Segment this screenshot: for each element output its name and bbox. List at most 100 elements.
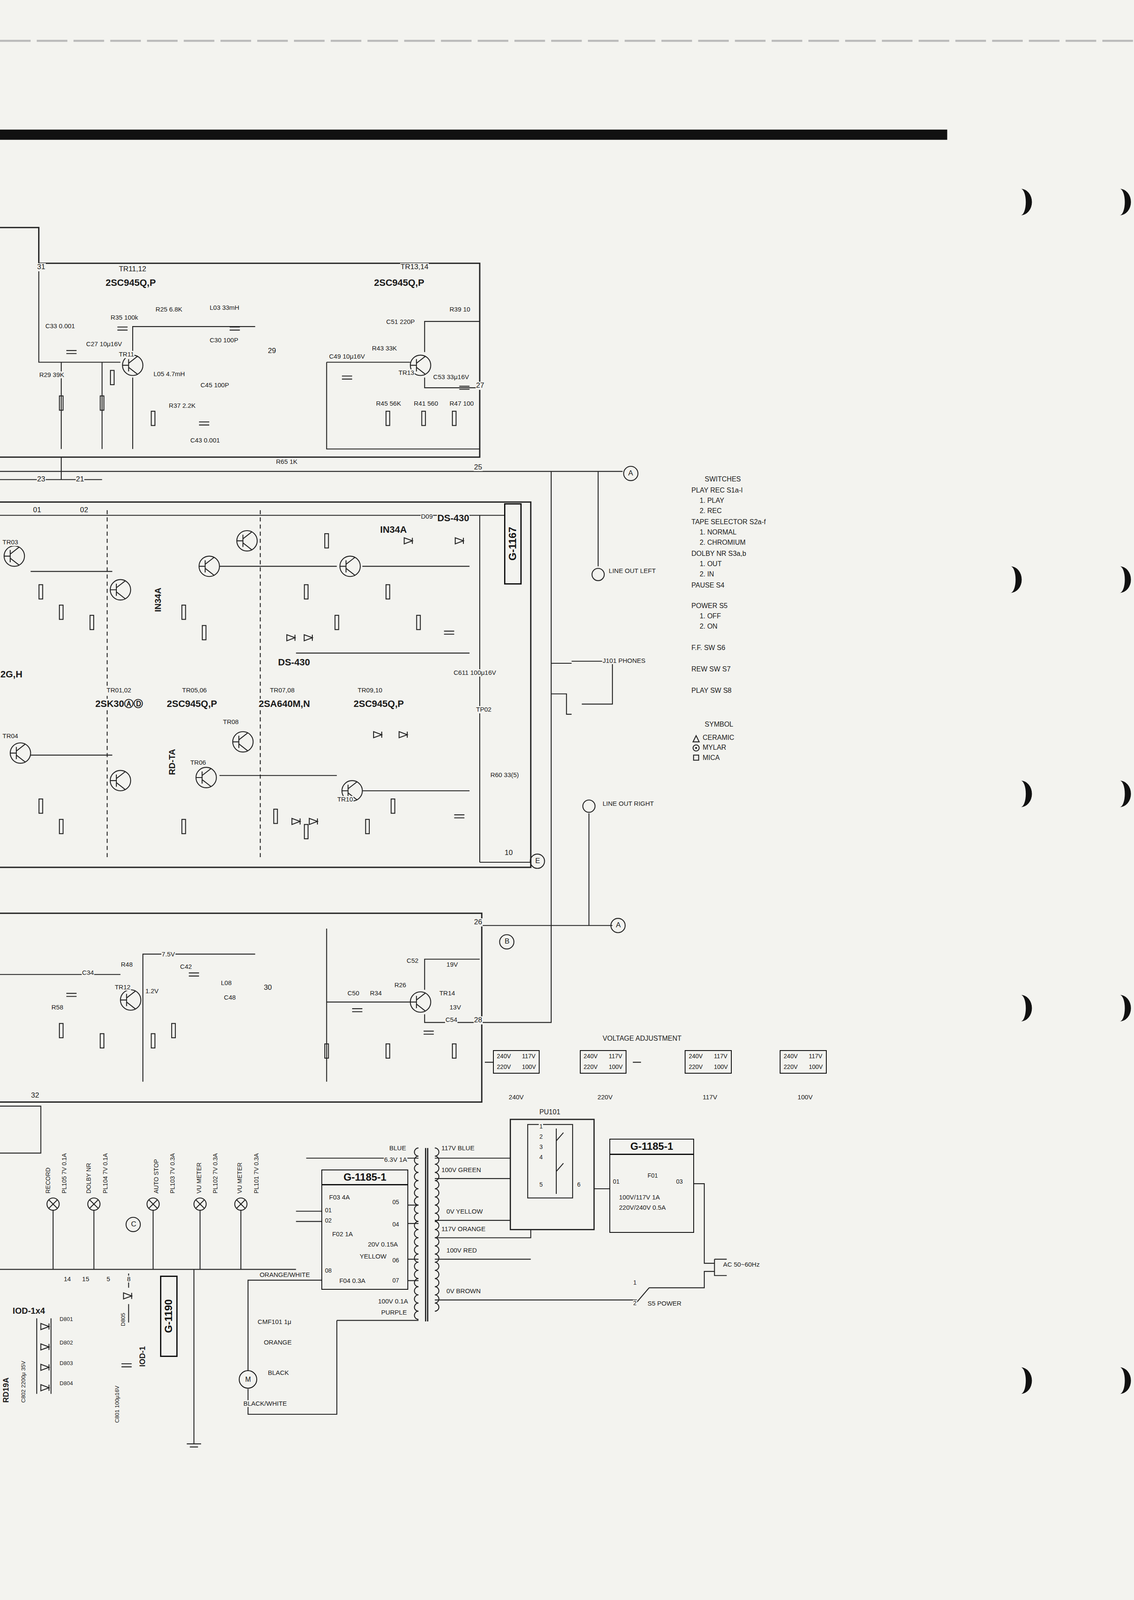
schematic-label: 3 <box>538 1143 544 1151</box>
schematic-label: VOLTAGE ADJUSTMENT <box>602 1034 682 1043</box>
symbol-circle <box>582 800 596 813</box>
schematic-label: ORANGE <box>263 1338 292 1347</box>
component-symbol <box>1119 1367 1132 1394</box>
node-text: 220V <box>688 1063 703 1071</box>
component-symbol <box>4 546 25 567</box>
schematic-label: 0V BROWN <box>445 1287 481 1295</box>
schematic-label: C802 2200μ 35V <box>20 1360 27 1404</box>
wire-label: ORANGE/WHITE <box>259 1271 311 1279</box>
board-box: G-1167 <box>504 503 522 585</box>
schematic-label: TAPE SELECTOR S2a-f <box>691 518 767 526</box>
schematic-label: C43 0.001 <box>189 436 221 445</box>
node-text: 220V <box>496 1063 511 1071</box>
symbol-group <box>0 227 727 1448</box>
symbol-group <box>1010 188 1131 1394</box>
component-symbol <box>38 798 43 814</box>
component-symbol <box>324 1043 329 1058</box>
schematic-label: 2 <box>538 1133 544 1140</box>
node-text: 220V <box>783 1063 798 1071</box>
schematic-label: POWER S5 <box>691 602 728 610</box>
component-symbol <box>40 1323 49 1330</box>
part-title: IN34A <box>379 524 407 535</box>
component-symbol <box>1119 566 1132 593</box>
schematic-label: 2. CHROMIUM <box>699 538 747 547</box>
schematic-label: 5 <box>538 1181 544 1188</box>
component-symbol <box>232 731 254 753</box>
schematic-label: C48 <box>223 994 237 1002</box>
component-symbol <box>385 584 390 599</box>
schematic-label: C42 <box>179 963 193 971</box>
schematic-label: R65 1K <box>275 458 298 466</box>
component-symbol <box>59 395 64 410</box>
node-title: G-1185-1 <box>322 1170 408 1186</box>
schematic-label: AUTO STOP <box>153 1158 160 1194</box>
schematic-label: PL105 7V 0.1A <box>61 1152 68 1194</box>
wire-path <box>0 515 531 863</box>
schematic-label: R37 2.2K <box>168 402 197 410</box>
component-symbol <box>1020 780 1032 808</box>
schematic-label: R43 33K <box>371 344 398 353</box>
schematic-label: C49 10μ16V <box>328 353 366 361</box>
schematic-label: PLAY SW S8 <box>691 686 733 695</box>
part-title: IN34A <box>153 587 163 613</box>
component-symbol <box>304 634 313 641</box>
schematic-label: 26 <box>473 918 483 927</box>
component-symbol <box>59 605 64 620</box>
node-title: 240V <box>496 1053 511 1060</box>
component-symbol <box>459 386 470 390</box>
component-symbol <box>122 355 143 376</box>
node-text: 117V <box>808 1053 823 1060</box>
component-symbol <box>229 326 241 330</box>
component-symbol <box>202 625 207 640</box>
schematic-label: C34 <box>81 969 95 977</box>
schematic-label: 20V 0.15A <box>367 1240 399 1249</box>
part-title: IOD-1x4 <box>12 1306 46 1316</box>
node-title: G-1167 <box>507 527 519 562</box>
schematic-label: 117V <box>702 1093 718 1102</box>
node-text: 100V <box>713 1063 728 1071</box>
component-symbol <box>198 421 210 425</box>
component-symbol <box>66 350 77 354</box>
component-symbol <box>1119 994 1132 1022</box>
part-title: RD-TA <box>167 748 177 776</box>
symbol-circle <box>530 854 545 869</box>
schematic-label: E <box>534 857 541 866</box>
motor-symbol: M <box>238 1370 258 1389</box>
schematic-label: R26 <box>394 981 407 989</box>
wire-path <box>593 1183 715 1303</box>
component-symbol <box>66 993 77 997</box>
part-title: 2G,H <box>0 669 23 680</box>
component-symbol <box>38 584 43 599</box>
schematic-label: B <box>504 937 510 946</box>
component-symbol <box>151 1033 155 1048</box>
outline-rect <box>0 913 482 1102</box>
schematic-label: 117V BLUE <box>440 1144 475 1152</box>
wire-path <box>479 813 613 926</box>
wire-path <box>48 1199 245 1209</box>
component-symbol <box>181 819 186 834</box>
schematic-label: 1. OFF <box>699 612 722 621</box>
schematic-label: 0V YELLOW <box>445 1208 484 1216</box>
schematic-label: DOLBY NR S3a,b <box>691 549 747 558</box>
legend-text: MYLAR <box>702 743 727 752</box>
wire-path <box>36 1273 129 1394</box>
component-symbol <box>373 731 382 738</box>
schematic-label: 15 <box>81 1275 90 1283</box>
component-symbol <box>198 556 220 577</box>
schematic-label: L08 <box>220 979 232 987</box>
schematic-label: 06 <box>391 1257 400 1264</box>
schematic-label: SWITCHES <box>704 475 742 484</box>
component-symbol <box>117 326 128 330</box>
schematic-label: AC 50~60Hz <box>722 1261 760 1269</box>
schematic-label: C33 0.001 <box>44 322 76 330</box>
wire-path <box>0 321 480 480</box>
schematic-label: 30 <box>263 983 273 992</box>
component-symbol <box>444 631 455 635</box>
component-symbol <box>309 818 318 825</box>
schematic-label: R60 33(5) <box>489 771 520 779</box>
schematic-label: TR01,02 <box>106 686 132 695</box>
schematic-label: 100V GREEN <box>440 1166 482 1174</box>
schematic-label: A <box>627 469 634 478</box>
